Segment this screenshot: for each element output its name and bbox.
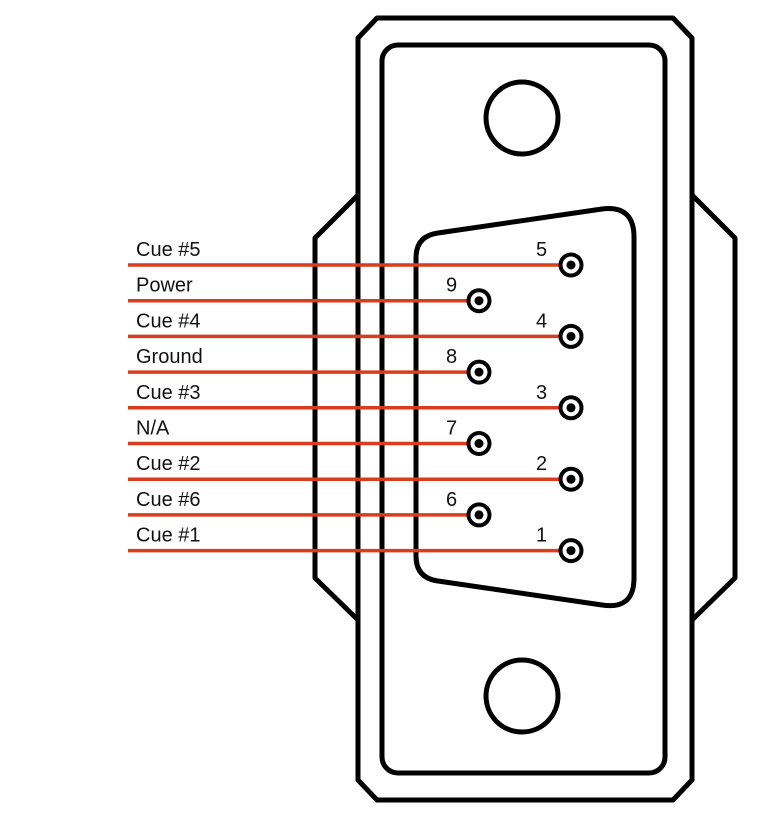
pin-1-label: Cue #1	[136, 525, 201, 547]
pin-7-number: 7	[446, 418, 457, 440]
pin-5-label: Cue #5	[136, 239, 201, 261]
pin-4-label: Cue #4	[136, 310, 201, 332]
pin-3-number: 3	[536, 382, 547, 404]
right-flange	[689, 192, 738, 623]
pin-4-contact	[566, 331, 576, 341]
pin-5-contact	[566, 260, 576, 270]
pin-8-contact	[474, 367, 484, 377]
pin-9-label: Power	[136, 275, 193, 297]
pin-2-number: 2	[536, 453, 547, 475]
pin-6-number: 6	[446, 489, 457, 511]
bottom-mounting-hole	[483, 657, 561, 735]
pin-7-contact	[474, 439, 484, 448]
pin-1-number: 1	[536, 525, 547, 547]
pin-numbers-layer: 5 9 4 8 3 7 2 6 1	[446, 239, 547, 547]
pin-2-label: Cue #2	[136, 453, 201, 475]
pin-1-contact	[566, 546, 576, 556]
pin-3-contact	[566, 403, 576, 413]
pin-4-number: 4	[536, 310, 547, 332]
wires-layer	[128, 263, 571, 553]
pins-layer	[466, 252, 584, 564]
pin-6-label: Cue #6	[136, 489, 201, 511]
top-mounting-hole	[483, 79, 561, 157]
pin-9-number: 9	[446, 275, 457, 297]
pin-2-contact	[566, 474, 576, 484]
pin-8-label: Ground	[136, 346, 203, 368]
pin-8-number: 8	[446, 346, 457, 368]
pin-3-label: Cue #3	[136, 382, 201, 404]
pin-5-number: 5	[536, 239, 547, 261]
pin-7-label: N/A	[136, 418, 170, 440]
pin-6-contact	[474, 510, 484, 520]
pin-9-contact	[474, 296, 484, 306]
